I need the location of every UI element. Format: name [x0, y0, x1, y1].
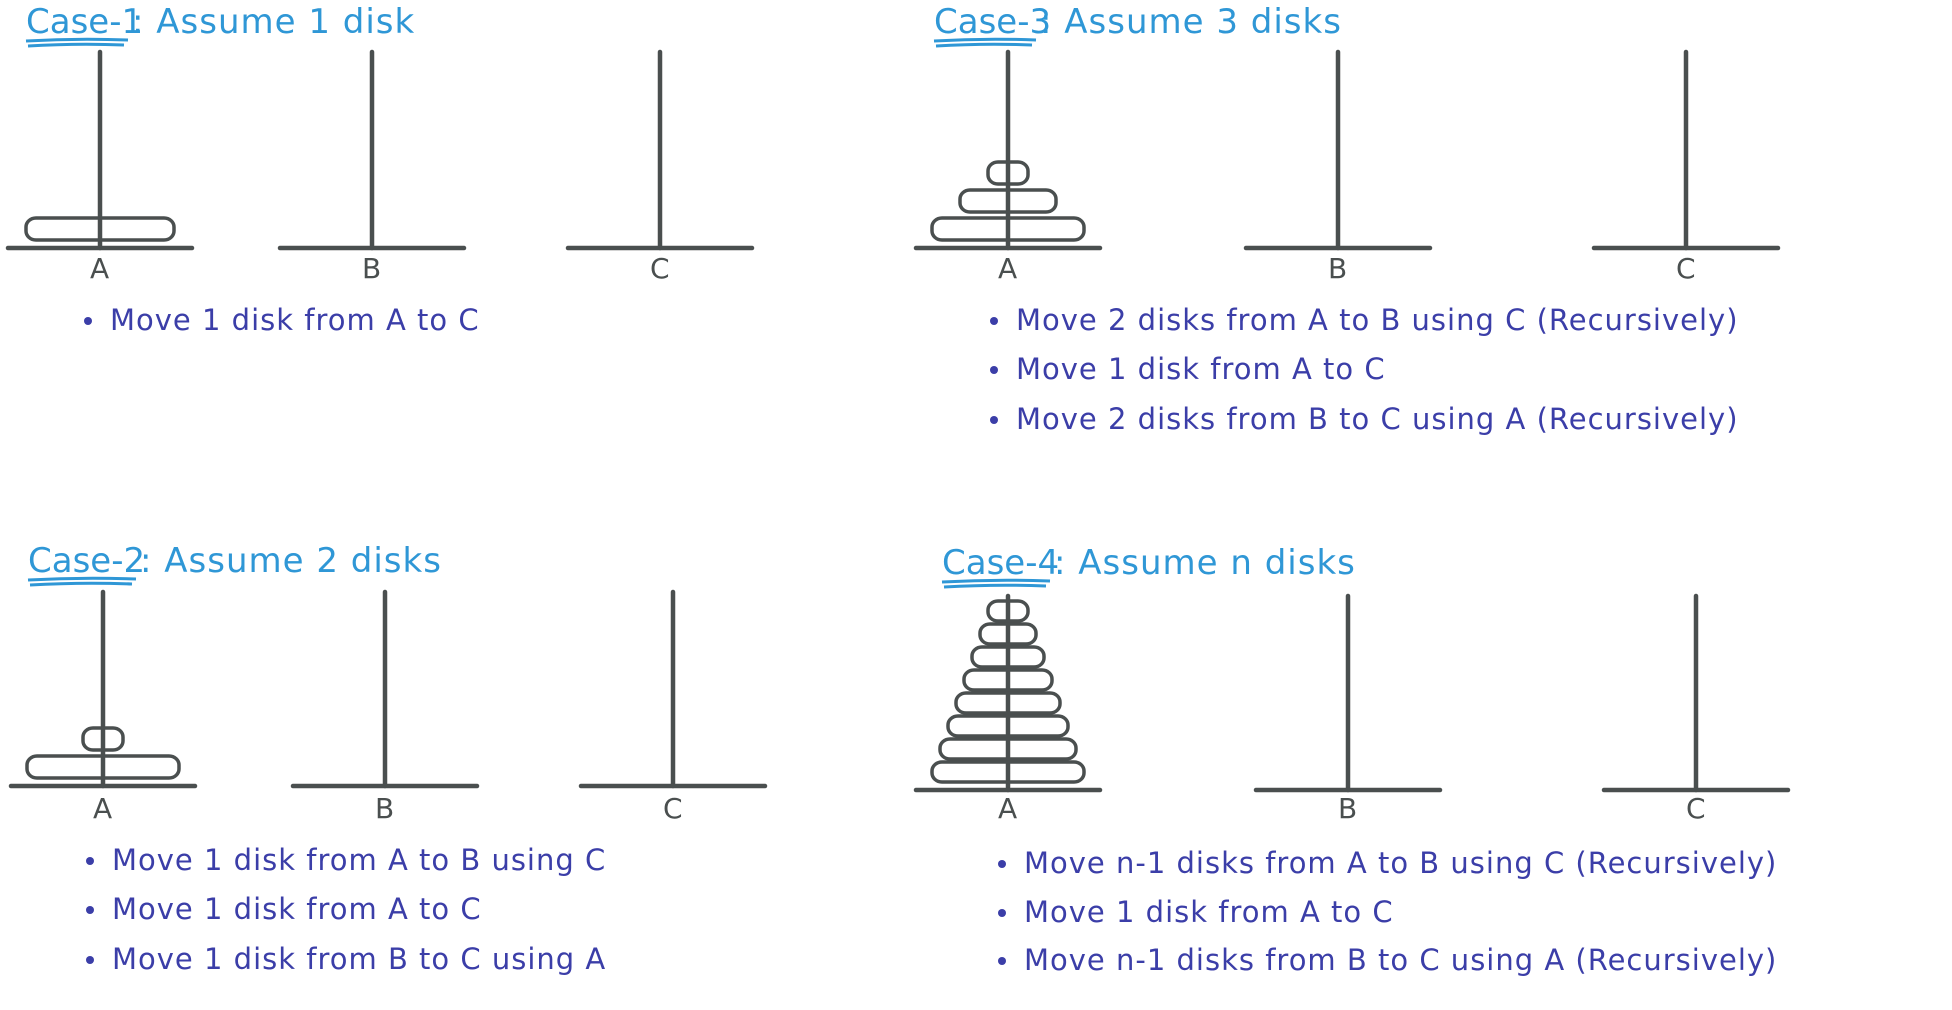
- case3-label: Case-3: [934, 2, 1051, 42]
- step-text: Move n-1 disks from B to C using A (Recu…: [1024, 943, 1777, 977]
- case3-peg-c: C: [1591, 49, 1781, 285]
- disk: [938, 737, 1078, 761]
- step-bullet: [86, 857, 94, 865]
- disk: [986, 160, 1030, 186]
- peg-label: C: [663, 792, 683, 825]
- case2-title: : Assume 2 disks: [140, 541, 442, 581]
- disk: [978, 622, 1038, 646]
- step-bullet: [998, 860, 1006, 868]
- peg-label: A: [998, 252, 1017, 285]
- case2-peg-b: B: [290, 589, 480, 825]
- case2-peg-a: A: [8, 589, 198, 825]
- peg-label: A: [90, 252, 109, 285]
- case3-peg-a: A: [913, 49, 1103, 285]
- step-bullet: [86, 956, 94, 964]
- step-text: Move 2 disks from B to C using A (Recurs…: [1016, 402, 1739, 436]
- disk: [970, 645, 1046, 669]
- case4-peg-b: B: [1253, 593, 1443, 825]
- step-bullet: [990, 317, 998, 325]
- peg-label: B: [1328, 252, 1347, 285]
- case3-peg-b: B: [1243, 49, 1433, 285]
- case2-peg-c: C: [578, 589, 768, 825]
- disk: [962, 668, 1054, 692]
- case4-underline: [941, 578, 1051, 589]
- case1-underline: [25, 37, 129, 48]
- case4-title: : Assume n disks: [1054, 543, 1356, 583]
- peg-label: B: [362, 252, 381, 285]
- step-text: Move 1 disk from A to B using C: [112, 843, 606, 877]
- step-bullet: [998, 909, 1006, 917]
- peg-label: B: [375, 792, 394, 825]
- disk: [930, 216, 1086, 242]
- case1-peg-c: C: [565, 49, 755, 285]
- case2-underline: [27, 576, 137, 587]
- case3-underline: [933, 37, 1037, 48]
- disk: [25, 754, 181, 780]
- case4-peg-a: A: [913, 593, 1103, 825]
- disk: [986, 599, 1030, 623]
- disk: [81, 726, 125, 752]
- step-bullet: [990, 366, 998, 374]
- peg-label: C: [1676, 252, 1696, 285]
- step-text: Move 1 disk from A to C: [1024, 895, 1394, 929]
- step-bullet: [84, 317, 92, 325]
- disk: [24, 216, 176, 242]
- step-bullet: [86, 906, 94, 914]
- case1-label: Case-1: [26, 2, 143, 42]
- case4-label: Case-4: [942, 543, 1059, 583]
- peg-label: B: [1338, 792, 1357, 825]
- disk: [958, 188, 1058, 214]
- peg-label: A: [93, 792, 112, 825]
- step-text: Move 1 disk from B to C using A: [112, 942, 606, 976]
- disk: [930, 760, 1086, 784]
- case1-peg-b: B: [277, 49, 467, 285]
- step-text: Move 1 disk from A to C: [112, 892, 482, 926]
- disk: [946, 714, 1070, 738]
- case2-label: Case-2: [28, 541, 145, 581]
- step-text: Move 2 disks from A to B using C (Recurs…: [1016, 303, 1739, 337]
- case1-peg-a: A: [5, 49, 195, 285]
- step-text: Move 1 disk from A to C: [1016, 352, 1386, 386]
- case1-title: : Assume 1 disk: [132, 2, 415, 42]
- step-bullet: [990, 416, 998, 424]
- case3-title: : Assume 3 disks: [1040, 2, 1342, 42]
- step-text: Move n-1 disks from A to B using C (Recu…: [1024, 846, 1777, 880]
- disk: [954, 691, 1062, 715]
- peg-label: A: [998, 792, 1017, 825]
- peg-label: C: [1686, 792, 1706, 825]
- step-text: Move 1 disk from A to C: [110, 303, 480, 337]
- peg-label: C: [650, 252, 670, 285]
- step-bullet: [998, 957, 1006, 965]
- case4-peg-c: C: [1601, 593, 1791, 825]
